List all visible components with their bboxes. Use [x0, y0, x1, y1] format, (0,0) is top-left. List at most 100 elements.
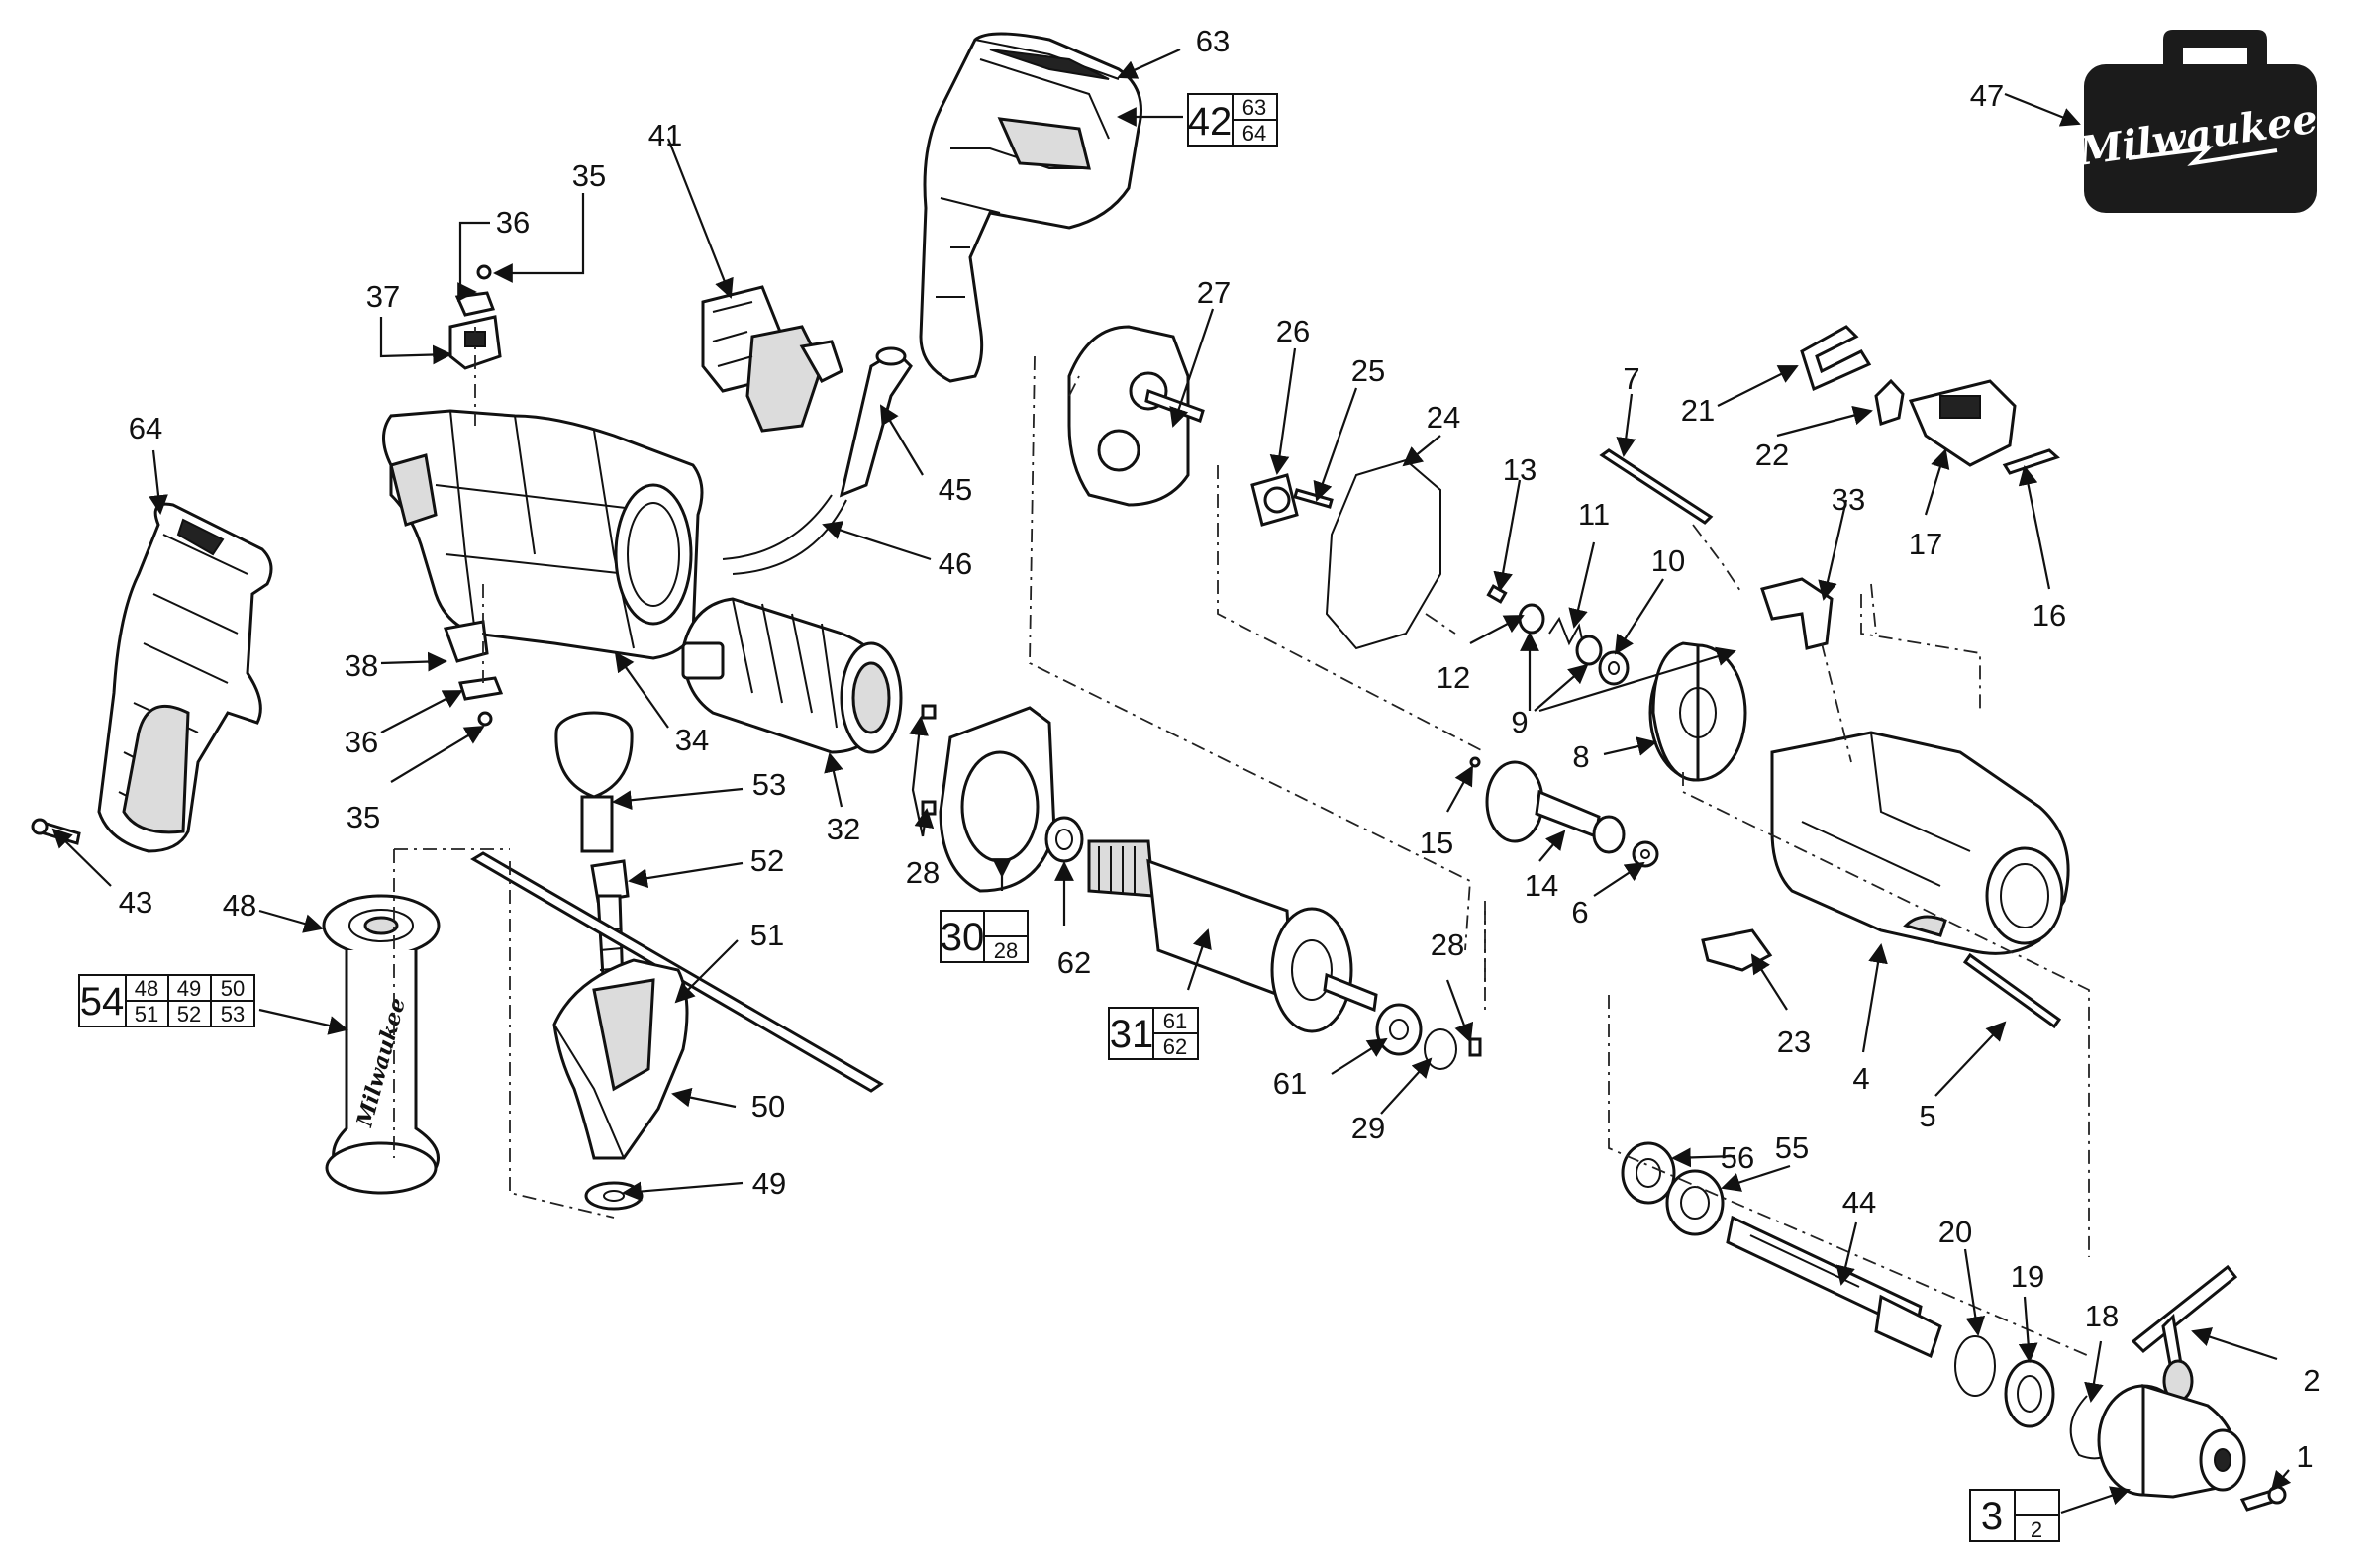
part-label: 26	[1276, 314, 1310, 348]
part-label: 17	[1909, 527, 1942, 561]
part-label: 9	[1511, 705, 1528, 739]
gear-housing	[1770, 731, 2070, 955]
part-label: 5	[1919, 1099, 1935, 1133]
part-label: 33	[1832, 482, 1865, 517]
part-label: 35	[572, 158, 606, 193]
gear-8	[1648, 641, 1747, 782]
part-label: 53	[752, 767, 786, 802]
shift-rod	[1599, 448, 1714, 525]
part-label: 20	[1938, 1215, 1972, 1249]
part-label: 8	[1572, 739, 1589, 774]
kit-part: 49	[177, 976, 201, 1001]
motor-housing	[382, 409, 704, 660]
bearing-62	[1044, 816, 1084, 863]
kit-box-42: 42 63 64	[1187, 93, 1278, 147]
kit-part: 48	[135, 976, 158, 1001]
brush-holder-top	[448, 264, 502, 370]
spring-assembly	[1486, 584, 1630, 686]
spindle-44	[1726, 1215, 1942, 1359]
chuck-key	[2131, 1264, 2238, 1403]
part-label: 56	[1721, 1140, 1754, 1175]
part-label: 22	[1755, 438, 1789, 472]
part-label: 36	[496, 205, 530, 240]
parts-drawing: Milwaukee	[31, 30, 2321, 1512]
part-label: 63	[1196, 24, 1230, 58]
motor-housing-cover	[919, 32, 1142, 383]
brush-holder-bottom	[443, 620, 504, 727]
kit-main: 31	[1110, 1013, 1154, 1056]
power-cord	[722, 346, 913, 575]
part-label: 41	[648, 118, 682, 152]
kit-part: 2	[2031, 1517, 2042, 1542]
armature	[1087, 839, 1378, 1033]
part-label: 28	[906, 855, 940, 890]
kit-box-30: 30 28	[940, 910, 1029, 963]
kit-box-3: 3 2	[1969, 1489, 2060, 1542]
baffle	[921, 704, 1056, 893]
part-label: 49	[752, 1166, 786, 1201]
field-assembly	[681, 597, 903, 754]
kit-main: 3	[1981, 1495, 2003, 1538]
bearing-56	[1621, 1141, 1725, 1236]
part-label: 15	[1420, 826, 1453, 860]
part-label: 47	[1970, 78, 2004, 113]
part-label: 10	[1651, 543, 1685, 578]
carrying-case-icon: Milwaukee	[2074, 30, 2321, 213]
rear-handle	[97, 502, 273, 853]
part-label: 37	[366, 279, 400, 314]
clutch-26	[1250, 473, 1334, 527]
part-label: 46	[939, 546, 972, 581]
part-label: 18	[2085, 1299, 2119, 1333]
part-label: 62	[1057, 945, 1091, 980]
kit-part: 51	[135, 1002, 158, 1026]
kit-part: 62	[1163, 1034, 1187, 1059]
kit-part: 61	[1163, 1009, 1187, 1033]
part-label: 4	[1852, 1061, 1869, 1096]
part-label: 23	[1777, 1025, 1811, 1059]
part-label: 16	[2033, 598, 2066, 633]
gasket-24	[1325, 458, 1441, 650]
kit-part: 63	[1242, 95, 1266, 120]
part-label: 38	[345, 648, 378, 683]
part-label: 2	[2303, 1363, 2320, 1398]
part-label: 64	[129, 411, 162, 445]
leader-arrows	[51, 48, 2292, 1514]
washer-49	[584, 1181, 644, 1211]
handle-holder	[552, 958, 689, 1160]
button-23	[1701, 928, 2062, 1029]
kit-box-54: 54 48 49 50 51 52 53	[78, 974, 255, 1027]
kit-main: 42	[1188, 100, 1233, 144]
selector-parts	[1800, 325, 2060, 475]
part-label: 32	[827, 812, 860, 846]
part-label: 29	[1351, 1111, 1385, 1145]
side-handle: Milwaukee	[322, 894, 441, 1195]
part-label: 50	[751, 1089, 785, 1123]
trigger-switch	[701, 285, 843, 433]
part-label: 45	[939, 472, 972, 507]
part-label: 1	[2296, 1439, 2313, 1474]
part-label: 28	[1431, 928, 1464, 962]
part-label: 11	[1578, 497, 1610, 532]
part-label: 14	[1525, 868, 1558, 903]
kit-main: 54	[80, 980, 125, 1024]
kit-part: 52	[177, 1002, 201, 1026]
kit-box-31: 31 61 62	[1108, 1007, 1199, 1060]
part-label: 19	[2011, 1259, 2044, 1294]
bracket-33	[1760, 577, 1834, 650]
side-handle-clamp	[554, 711, 634, 1026]
kit-part: 50	[221, 976, 245, 1001]
part-label: 61	[1273, 1066, 1307, 1101]
part-label: 12	[1437, 660, 1470, 695]
part-label: 52	[750, 843, 784, 878]
part-label: 51	[750, 918, 784, 952]
part-label: 44	[1842, 1185, 1876, 1220]
part-label: 48	[223, 888, 256, 923]
kit-part: 53	[221, 1002, 245, 1026]
kit-part: 64	[1242, 121, 1266, 146]
part-label: 7	[1623, 361, 1639, 396]
part-label: 34	[675, 723, 709, 757]
part-label: 21	[1681, 393, 1715, 428]
ring-20	[1954, 1335, 2120, 1460]
part-number-labels: 1 2 4 5 6 7 8 9 10 11 12 13 14 15 16 17 …	[119, 24, 2321, 1474]
